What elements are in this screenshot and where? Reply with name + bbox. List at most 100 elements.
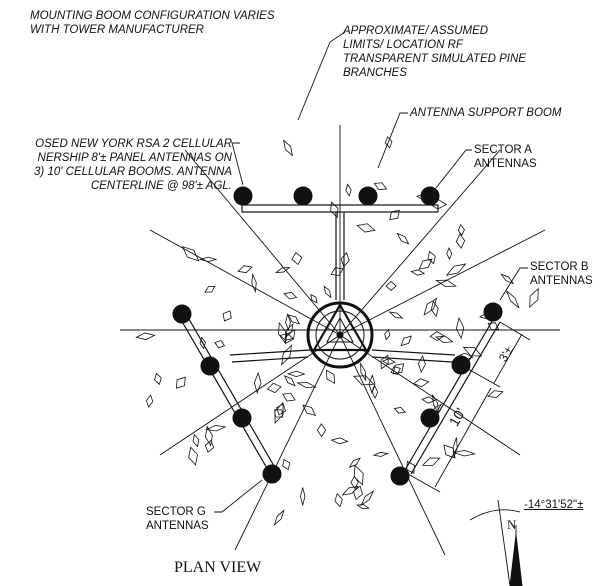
- branch-mark: [251, 272, 257, 294]
- branch-mark: [389, 209, 400, 221]
- branch-mark: [423, 297, 438, 316]
- boom-config-note: MOUNTING BOOM CONFIGURATION VARIES WITH …: [30, 10, 275, 36]
- antenna: [172, 304, 192, 324]
- north-label: N: [507, 517, 517, 532]
- branch-mark: [429, 403, 443, 416]
- branch-mark: [175, 376, 186, 389]
- dimension-lines: [407, 321, 531, 493]
- branch-mark: [372, 451, 389, 457]
- north-arrow: [469, 499, 523, 586]
- branch-mark: [253, 371, 262, 395]
- branch-mark: [353, 464, 364, 486]
- branch-mark: [310, 293, 318, 304]
- antenna: [232, 408, 252, 428]
- tower-core: [306, 301, 374, 369]
- branch-mark: [287, 314, 301, 325]
- branch-mark: [400, 335, 412, 347]
- branch-mark: [188, 446, 198, 466]
- branch-mark: [421, 457, 441, 466]
- branch-mark: [368, 374, 376, 394]
- branch-mark: [356, 223, 376, 233]
- branch-mark: [388, 311, 404, 319]
- bearing-label: -14°31'52"±: [524, 499, 584, 511]
- branch-mark: [452, 450, 477, 457]
- branch-mark: [415, 193, 436, 202]
- branch-mark: [430, 300, 439, 318]
- branch-mark: [266, 382, 282, 394]
- branch-mark: [135, 332, 156, 341]
- branch-mark: [350, 475, 359, 490]
- branch-mark: [348, 457, 361, 469]
- branch-mark: [456, 352, 474, 361]
- branch-mark: [296, 382, 317, 388]
- branch-mark: [323, 285, 332, 299]
- sector-g-label: SECTOR G ANTENNAS: [146, 506, 209, 532]
- branch-mark: [204, 285, 216, 293]
- branch-mark: [340, 251, 350, 268]
- antenna: [420, 408, 440, 428]
- branch-mark: [478, 312, 494, 320]
- branch-mark: [417, 355, 426, 373]
- branch-mark: [381, 358, 396, 365]
- branch-mark: [353, 375, 375, 386]
- branch-mark: [205, 425, 227, 432]
- branch-mark: [345, 183, 352, 197]
- branch-mark: [181, 245, 200, 262]
- branch-mark: [330, 437, 349, 445]
- branch-mark: [283, 139, 293, 157]
- branch-mark: [282, 392, 296, 402]
- branch-mark: [286, 370, 306, 378]
- branch-mark: [283, 375, 296, 387]
- branch-mark: [198, 256, 218, 263]
- branch-mark: [222, 310, 232, 322]
- antenna: [293, 186, 313, 206]
- branch-mark: [281, 344, 293, 366]
- sector-lines: [120, 125, 560, 556]
- branch-mark: [384, 135, 393, 149]
- branch-mark: [435, 335, 454, 344]
- sector-a-antennas: [233, 186, 440, 206]
- branch-mark: [283, 291, 298, 300]
- branch-mark: [457, 223, 465, 237]
- branch-mark: [390, 366, 401, 375]
- branch-mark: [500, 273, 515, 285]
- branch-mark: [385, 280, 397, 292]
- branch-mark: [274, 401, 284, 425]
- branch-mark: [300, 487, 306, 506]
- branch-mark: [412, 378, 430, 388]
- branch-mark: [154, 372, 162, 386]
- branch-mark: [276, 403, 287, 416]
- branch-mark: [282, 458, 291, 471]
- simulated-pine-branches: [135, 135, 539, 527]
- branch-mark: [145, 394, 154, 409]
- branch-mark: [199, 336, 206, 350]
- branch-mark: [487, 322, 500, 331]
- branch-mark: [325, 369, 336, 385]
- branch-mark: [330, 267, 344, 276]
- branch-mark: [506, 290, 520, 309]
- leader-lines: [214, 31, 528, 513]
- branch-mark: [429, 331, 445, 342]
- sector-g-boom: [179, 313, 311, 471]
- branch-mark: [418, 258, 433, 270]
- branch-mark: [373, 182, 388, 191]
- branch-mark: [279, 333, 294, 341]
- branch-mark: [446, 247, 453, 261]
- antenna: [262, 464, 282, 484]
- branch-mark: [443, 444, 456, 459]
- branch-mark: [487, 390, 504, 399]
- antenna: [233, 186, 253, 206]
- branch-mark: [384, 328, 391, 341]
- branch-mark: [330, 201, 339, 219]
- branch-mark: [360, 489, 375, 507]
- branch-mark: [435, 279, 458, 287]
- sector-a-label: SECTOR A ANTENNAS: [474, 144, 537, 170]
- sector-b-label: SECTOR B ANTENNAS: [530, 261, 593, 287]
- branch-mark: [278, 321, 287, 344]
- branch-mark: [284, 328, 296, 345]
- branch-mark: [462, 346, 483, 357]
- branch-mark: [410, 269, 426, 276]
- antenna: [483, 302, 503, 322]
